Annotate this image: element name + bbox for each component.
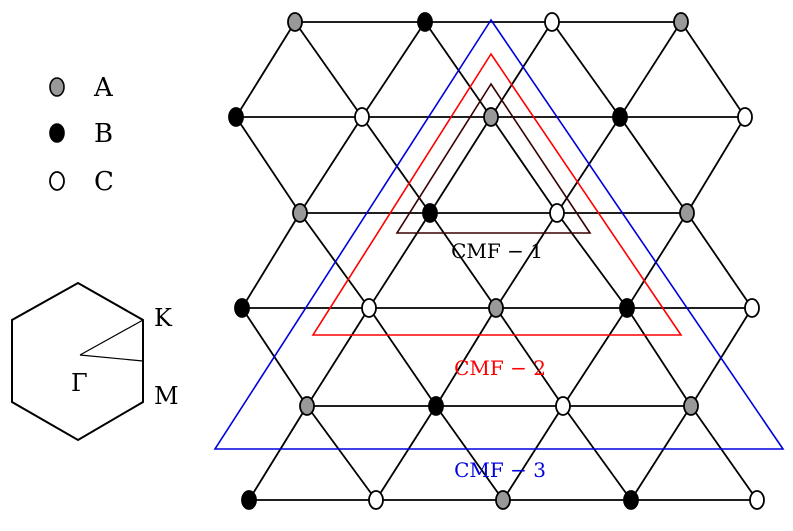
k-label: K bbox=[154, 304, 173, 332]
lattice-bond bbox=[562, 405, 632, 501]
lattice-site-c bbox=[555, 396, 571, 416]
lattice-bond bbox=[248, 405, 308, 501]
cmf-1-triangle bbox=[395, 82, 592, 234]
lattice-bond bbox=[626, 307, 692, 407]
gamma-label: Γ bbox=[71, 369, 88, 397]
lattice-site-c bbox=[544, 12, 560, 32]
legend-item-b: B bbox=[49, 119, 113, 149]
lattice-bond bbox=[435, 405, 504, 501]
lattice-site-a bbox=[483, 107, 499, 127]
lattice-bond bbox=[435, 307, 497, 407]
lattice-bond bbox=[368, 307, 437, 407]
lattice-bond bbox=[502, 405, 564, 501]
lattice-bond bbox=[626, 212, 688, 309]
lattice-site-a bbox=[292, 203, 308, 223]
lattice-bond bbox=[690, 307, 753, 407]
lattice-bond bbox=[235, 116, 301, 214]
lattice-site-a bbox=[299, 396, 315, 416]
lattice-bond bbox=[490, 116, 558, 214]
brillouin-zone: Γ K M bbox=[11, 281, 179, 442]
lattice-site-b bbox=[417, 12, 433, 32]
cmf-3-triangle bbox=[213, 18, 785, 450]
lattice-site-a bbox=[287, 12, 303, 32]
cmf-2-triangle bbox=[311, 52, 683, 336]
lattice-bond bbox=[690, 405, 758, 501]
lattice-bond bbox=[294, 21, 363, 118]
lattice-site-b bbox=[228, 107, 244, 127]
lattice-bond bbox=[556, 212, 628, 309]
legend-label-a: A bbox=[93, 73, 114, 103]
m-label: M bbox=[154, 382, 179, 410]
legend-item-a: A bbox=[49, 73, 114, 103]
cmf-1-label: CMF − 1 bbox=[451, 239, 543, 263]
lattice-bond bbox=[299, 212, 370, 309]
lattice-bond bbox=[368, 212, 431, 309]
legend-label-b: B bbox=[94, 119, 113, 149]
lattice-bond bbox=[306, 405, 377, 501]
lattice-bond bbox=[495, 307, 564, 407]
lattice-bond bbox=[235, 21, 296, 118]
lattice-bond bbox=[375, 405, 437, 501]
lattice-bond bbox=[680, 21, 746, 118]
lattice-bond bbox=[306, 307, 370, 407]
cmf-2-label: CMF − 2 bbox=[454, 356, 546, 380]
lattice-site-c bbox=[549, 203, 565, 223]
lattice-site-a bbox=[495, 490, 511, 510]
lattice-bond bbox=[551, 21, 621, 118]
lattice-bond bbox=[556, 116, 621, 214]
lattice-bond bbox=[429, 116, 492, 214]
legend: A B C bbox=[49, 73, 114, 197]
lattice-site-a bbox=[683, 396, 699, 416]
lattice-site-a bbox=[673, 12, 689, 32]
legend-label-c: C bbox=[94, 167, 114, 197]
site-b-marker bbox=[49, 123, 65, 143]
lattice-sites bbox=[228, 12, 765, 510]
lattice-bond bbox=[619, 116, 688, 214]
lattice-site-c bbox=[354, 107, 370, 127]
site-a-marker bbox=[49, 77, 65, 97]
lattice-site-b bbox=[619, 298, 635, 318]
lattice-site-c bbox=[749, 490, 765, 510]
lattice-site-b bbox=[234, 298, 250, 318]
lattice-site-b bbox=[623, 490, 639, 510]
hexagon-icon bbox=[11, 281, 144, 442]
lattice-site-b bbox=[428, 396, 444, 416]
lattice-site-c bbox=[737, 107, 753, 127]
legend-item-c: C bbox=[49, 167, 114, 197]
lattice-bond bbox=[630, 405, 692, 501]
lattice-bond bbox=[241, 212, 301, 309]
lattice-bond bbox=[562, 307, 628, 407]
lattice-site-a bbox=[679, 203, 695, 223]
lattice-site-b bbox=[612, 107, 628, 127]
lattice-site-c bbox=[368, 490, 384, 510]
lattice-bond bbox=[299, 116, 363, 214]
lattice-site-b bbox=[241, 490, 257, 510]
lattice-site-a bbox=[488, 298, 504, 318]
lattice-bond bbox=[686, 212, 753, 309]
cmf-3-label: CMF − 3 bbox=[454, 458, 546, 482]
lattice-bond bbox=[490, 21, 553, 118]
lattice-site-c bbox=[361, 298, 377, 318]
lattice-bond bbox=[361, 21, 426, 118]
lattice-bond bbox=[686, 116, 746, 214]
lattice-bonds bbox=[235, 21, 758, 501]
gamma-k-line bbox=[79, 319, 144, 356]
lattice-bond bbox=[361, 116, 431, 214]
gamma-m-line bbox=[79, 354, 144, 362]
lattice-site-b bbox=[422, 203, 438, 223]
site-c-marker bbox=[49, 171, 65, 191]
lattice-bond bbox=[429, 212, 497, 309]
lattice-site-c bbox=[744, 298, 760, 318]
lattice-bond bbox=[619, 21, 682, 118]
lattice-bond bbox=[495, 212, 558, 309]
